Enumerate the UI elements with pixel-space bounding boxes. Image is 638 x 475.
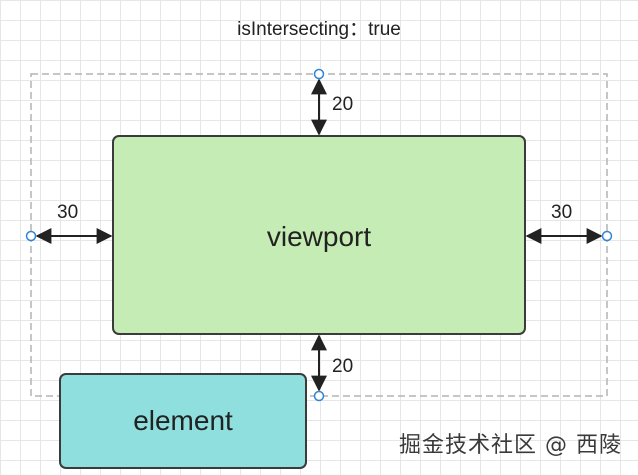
watermark: 掘金技术社区 @ 西陵 [399,433,622,458]
left-margin-value: 30 [57,202,78,223]
is-intersecting-status: isIntersecting：true [237,19,401,40]
top-handle-icon [313,68,325,80]
bottom-margin-value: 20 [332,356,353,377]
viewport-label: viewport [267,221,371,252]
element-box [59,373,307,469]
top-margin-value: 20 [332,94,353,115]
right-handle-icon [601,230,613,242]
right-margin-value: 30 [551,202,572,223]
bottom-handle-icon [313,390,325,402]
element-label: element [133,405,233,436]
left-handle-icon [25,230,37,242]
viewport-box [112,135,526,335]
